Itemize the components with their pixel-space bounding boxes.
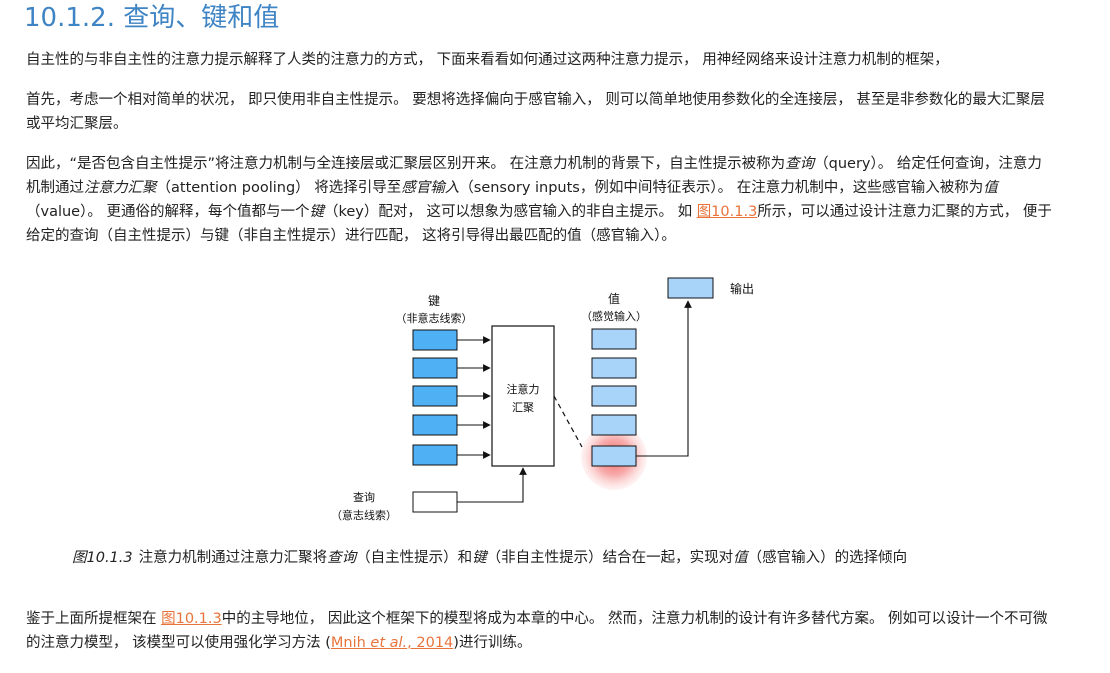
term-query: 查询	[327, 550, 357, 566]
text-run: （attention pooling） 将选择引导至	[156, 180, 402, 196]
query-sublabel: （意志线索）	[331, 508, 397, 522]
citation-year: , 2014	[407, 635, 454, 651]
term-key: 键	[309, 204, 324, 220]
figure-ref-link[interactable]: 图10.1.3	[696, 204, 758, 220]
output-label: 输出	[730, 281, 754, 296]
value-box	[591, 385, 637, 407]
keys-sublabel: （非意志线索）	[396, 311, 473, 325]
text-run: 所示，可以通过设计注意力汇聚的方式， 便于给定的查询（自主性提示）与键（非自主性…	[26, 204, 1052, 244]
attention-pooling-box	[491, 325, 555, 467]
text-run: 鉴于上面所提框架在	[26, 611, 162, 627]
figure-ref-link[interactable]: 图10.1.3	[161, 611, 222, 627]
key-arrows	[457, 336, 491, 459]
term-attention-pooling: 注意力汇聚	[84, 180, 157, 196]
figure-caption: 图10.1.3 注意力机制通过注意力汇聚将查询（自主性提示）和键（非自主性提示）结…	[72, 546, 907, 570]
term-key: 键	[472, 550, 487, 566]
value-box	[591, 357, 637, 379]
key-box	[412, 414, 458, 436]
query-label: 查询	[353, 490, 375, 504]
paragraph-1: 自主性的与非自主性的注意力提示解释了人类的注意力的方式， 下面来看看如何通过这两…	[26, 52, 949, 68]
query-arrow	[457, 467, 527, 503]
text-run: （value）。 更通俗的解释，每个值都与一个	[26, 204, 310, 220]
paragraph-3: 因此，“是否包含自主性提示”将注意力机制与全连接层或汇聚层区别开来。 在注意力机…	[26, 152, 1056, 248]
pooling-selection-dashed-line	[553, 395, 583, 448]
value-box-selected	[591, 445, 637, 467]
term-value: 值	[983, 180, 998, 196]
paragraph-4: 鉴于上面所提框架在 图10.1.3中的主导地位， 因此这个框架下的模型将成为本章…	[26, 607, 1056, 655]
text-run: （sensory inputs，例如中间特征表示）。 在注意力机制中，这些感官输…	[459, 180, 984, 196]
text-run: （感官输入）的选择倾向	[747, 550, 908, 566]
values-label: 值	[608, 291, 620, 306]
section-title: 10.1.2. 查询、键和值	[24, 3, 280, 33]
term-query: 查询	[785, 156, 815, 172]
key-box	[412, 385, 458, 407]
value-box	[591, 328, 637, 350]
citation-author: Mnih	[330, 635, 371, 651]
text-run: （query）。 给定任何查询，注意力机制通过	[26, 156, 1042, 196]
key-box	[412, 357, 458, 379]
text-run: 中的主导地位， 因此这个框架下的模型将成为本章的中心。 然而，注意力机制的设计有…	[26, 611, 1048, 651]
attention-framework-figure: 键 （非意志线索） 值 （感觉输入） 输出 查询 （意志线索） 注意力 汇聚	[331, 277, 754, 522]
value-boxes	[591, 328, 637, 467]
text-run: 注意力机制通过注意力汇聚将	[138, 550, 328, 566]
text-run: （key）配对， 这可以想象为感官输入的非自主提示。 如	[323, 204, 697, 220]
text-run: （自主性提示）和	[356, 550, 473, 566]
value-box	[591, 414, 637, 436]
text-run: )进行训练。	[453, 635, 532, 651]
citation-etal: et al.	[370, 635, 408, 651]
paragraph-2: 首先，考虑一个相对简单的状况， 即只使用非自主性提示。 要想将选择偏向于感官输入…	[26, 92, 1045, 132]
figure-number: 图10.1.3	[72, 550, 133, 566]
keys-label: 键	[428, 294, 440, 308]
query-box	[412, 491, 458, 513]
pooling-label-line1: 注意力	[507, 382, 540, 396]
output-box	[667, 277, 714, 299]
term-value: 值	[733, 550, 748, 566]
key-boxes	[412, 329, 458, 466]
values-sublabel: （感觉输入）	[581, 309, 647, 323]
term-sensory-inputs: 感官输入	[401, 180, 460, 196]
output-arrow	[636, 300, 692, 457]
citation-link[interactable]: Mnih et al., 2014	[331, 635, 453, 651]
key-box	[412, 444, 458, 466]
pooling-label-line2: 汇聚	[512, 401, 534, 414]
key-box	[412, 329, 458, 351]
text-run: 因此，“是否包含自主性提示”将注意力机制与全连接层或汇聚层区别开来。 在注意力机…	[26, 156, 786, 172]
text-run: （非自主性提示）结合在一起，实现对	[486, 550, 734, 566]
